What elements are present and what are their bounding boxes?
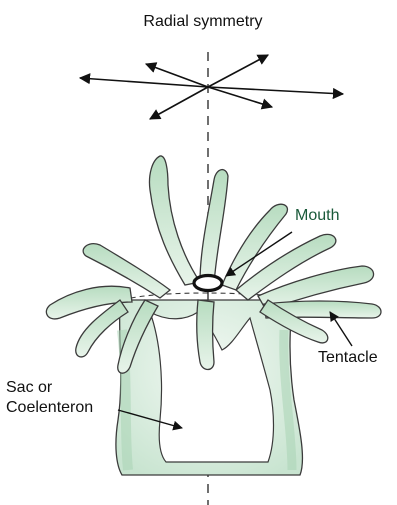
tentacle-label: Tentacle xyxy=(318,349,378,366)
mouth-label: Mouth xyxy=(295,207,339,224)
sac-label-line2: Coelenteron xyxy=(6,399,93,416)
tentacle-upper-left-1 xyxy=(149,156,200,285)
arrow-lower-left xyxy=(150,87,208,119)
sac-label-line1: Sac or xyxy=(6,379,53,396)
arrow-upper-right xyxy=(208,55,268,87)
tentacle-center-lower xyxy=(197,300,214,370)
diagram-title: Radial symmetry xyxy=(143,13,262,30)
mouth-ring xyxy=(194,276,222,291)
symmetry-arrows xyxy=(80,55,343,119)
tentacle-upper-center xyxy=(200,170,228,285)
